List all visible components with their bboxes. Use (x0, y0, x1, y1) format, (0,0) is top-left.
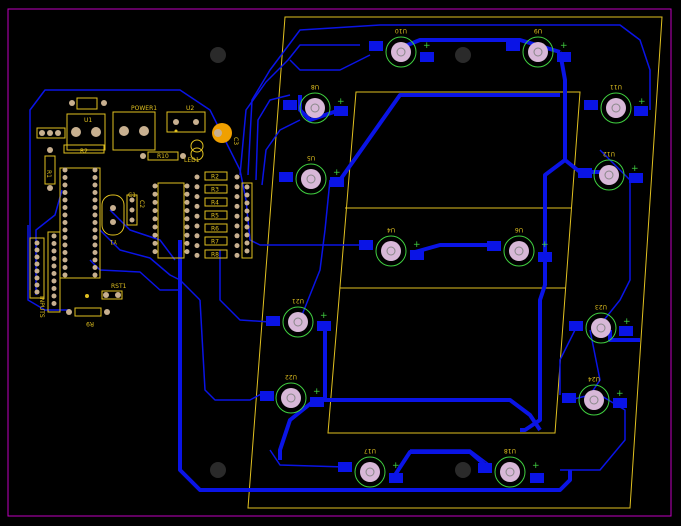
plus-marker: + (623, 317, 631, 327)
resistor-r7 (204, 236, 228, 246)
led-label: U11 (610, 83, 622, 90)
led-label: U21 (292, 297, 304, 304)
led-label: U23 (595, 303, 607, 310)
plus-marker: + (337, 97, 345, 107)
plus-marker: + (532, 461, 540, 471)
label-u1: U1 (84, 117, 92, 124)
led-u9: + U9 (506, 27, 571, 68)
led-label: U9 (534, 27, 542, 34)
label-rst: RST1 (111, 283, 127, 290)
resistor-r4 (204, 197, 228, 207)
led-label: U5 (307, 154, 315, 161)
resistor-r3 (204, 184, 228, 194)
led-u12: + U12 (578, 150, 643, 191)
label-led1: LED1 (184, 157, 200, 164)
left-components (29, 97, 253, 317)
label-r10: R10 (157, 153, 169, 160)
led-u21: + U21 (266, 297, 331, 338)
plus-marker: + (616, 389, 624, 399)
led-u24: + U24 (562, 375, 627, 416)
led-u6: + U6 (487, 226, 552, 267)
segment-leds: +U10+U9+U8+U11+U5+U12+U4+U6+U21+U23+U22+… (260, 27, 648, 488)
plus-marker: + (313, 387, 321, 397)
led-label: U18 (504, 447, 516, 454)
plus-marker: + (320, 311, 328, 321)
label-inputs: INPUTS (38, 296, 45, 318)
label-r2: R2 (80, 148, 88, 155)
led-label: U10 (395, 27, 407, 34)
resistor-r5 (204, 210, 228, 220)
resistor-label: R5 (211, 213, 219, 220)
label-c2: C2 (138, 200, 145, 208)
display-frame (247, 16, 663, 509)
resistor-r2 (204, 171, 228, 181)
resistor-label: R4 (211, 200, 219, 207)
label-power: POWER1 (131, 105, 157, 112)
resistor-label: R7 (211, 239, 219, 246)
label-r1: R1 (45, 170, 52, 178)
led-label: U4 (387, 226, 395, 233)
led-label: U8 (311, 83, 319, 90)
led-label: U12 (603, 150, 615, 157)
component-labels: U1 POWER1 U2 R10 LED1 C3 R2 R1 Y1 C1 C2 … (38, 105, 239, 327)
header-pins (34, 167, 250, 306)
resistor-label: R6 (211, 226, 219, 233)
led-label: U6 (515, 226, 523, 233)
label-c1: C1 (128, 192, 136, 199)
led-u5: + U5 (279, 154, 344, 195)
plus-marker: + (638, 97, 646, 107)
resistor-label: R2 (211, 174, 219, 181)
led-label: U22 (285, 373, 297, 380)
plus-marker: + (423, 41, 431, 51)
plus-marker: + (631, 164, 639, 174)
led-label: U17 (364, 447, 376, 454)
plus-marker: + (392, 461, 400, 471)
plus-marker: + (333, 168, 341, 178)
led-u22: + U22 (260, 373, 324, 414)
label-c3: C3 (232, 137, 239, 145)
plus-marker: + (541, 240, 549, 250)
resistor-label: R3 (211, 187, 219, 194)
led-u11: + U11 (584, 83, 648, 124)
led-label: U24 (588, 375, 600, 382)
resistor-r8 (204, 249, 228, 259)
led-u10: + U10 (369, 27, 434, 68)
label-y1: Y1 (109, 238, 118, 245)
thick-traces (178, 38, 640, 492)
led-u17: + U17 (338, 447, 403, 488)
plus-marker: + (560, 41, 568, 51)
led-u8: + U8 (283, 83, 348, 124)
led-u4: + U4 (359, 226, 424, 267)
plus-marker: + (413, 240, 421, 250)
label-r9: R9 (86, 320, 94, 327)
led-u18: + U18 (478, 447, 544, 488)
resistor-label: R8 (211, 252, 219, 259)
board-outline (7, 8, 672, 517)
copper-traces (27, 24, 651, 471)
label-u2: U2 (186, 105, 194, 112)
mounting-holes (210, 47, 471, 478)
led-u23: + U23 (569, 303, 633, 344)
resistor-r6 (204, 223, 228, 233)
